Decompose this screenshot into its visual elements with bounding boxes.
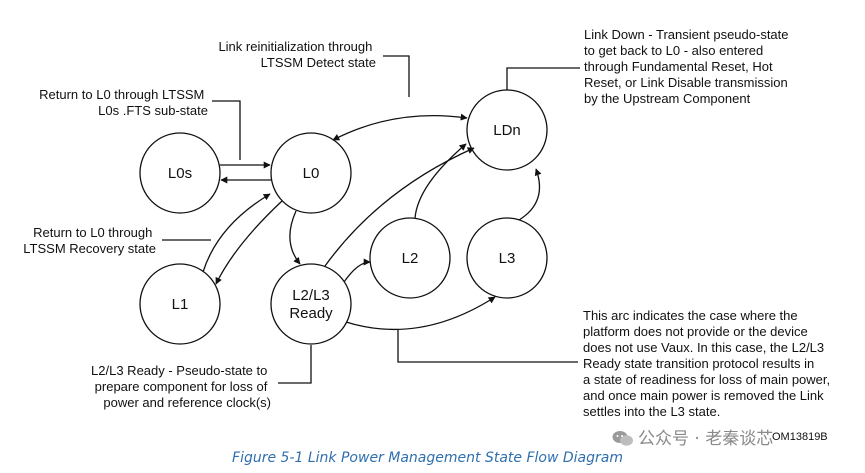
watermark: 公众号 · 老秦谈芯 <box>612 424 773 449</box>
annotation-l2l3: L2/L3 Ready - Pseudo-state to prepare co… <box>91 363 271 410</box>
arrow-l2-to-ldn <box>414 143 467 219</box>
annotation-ldn: Link Down - Transient pseudo-state to ge… <box>584 27 792 106</box>
node-l0s-label: L0s <box>168 165 192 182</box>
node-l0s: L0s <box>139 132 221 214</box>
node-ldn: LDn <box>466 89 548 171</box>
node-l2-label: L2 <box>402 250 419 267</box>
node-l0-label: L0 <box>303 165 320 182</box>
arrow-l2l3-to-l2 <box>343 258 371 283</box>
arrow-l0-to-ldn <box>332 113 468 141</box>
leader-ldn <box>506 67 580 90</box>
figure-id: OM13819B <box>772 431 828 443</box>
node-l1: L1 <box>139 263 221 345</box>
watermark-text: 公众号 · 老秦谈芯 <box>638 429 774 449</box>
leader-l2l3 <box>278 345 312 384</box>
arrow-l1-to-l0 <box>202 193 271 273</box>
node-l1-label: L1 <box>172 296 189 313</box>
annotation-reinit: Link reinitialization through LTSSM Dete… <box>218 39 376 70</box>
arrow-l3-to-ldn <box>518 168 542 221</box>
node-l2l3-label-line2: Ready <box>289 305 333 322</box>
leader-vaux <box>397 329 578 363</box>
node-l0: L0 <box>270 132 352 214</box>
annotation-recovery: Return to L0 through LTSSM Recovery stat… <box>23 225 156 256</box>
node-l3-label: L3 <box>499 250 516 267</box>
wechat-icon <box>612 430 634 447</box>
annotation-l0s-return: Return to L0 through LTSSM L0s .FTS sub-… <box>39 87 208 118</box>
figure-caption: Figure 5-1 Link Power Management State F… <box>232 450 623 466</box>
node-l2l3-ready: L2/L3 Ready <box>270 263 352 345</box>
annotation-vaux: This arc indicates the case where the pl… <box>583 308 834 419</box>
leader-reinit <box>383 55 410 97</box>
arrow-l0-to-l2l3 <box>289 210 301 265</box>
node-ldn-label: LDn <box>493 122 521 139</box>
leader-l0s-return <box>212 100 241 160</box>
arrow-l2l3-to-l3 <box>345 296 496 331</box>
arrow-l0-to-l1 <box>215 200 283 285</box>
arrow-l2l3-to-ldn <box>324 147 475 267</box>
node-l3: L3 <box>466 217 548 299</box>
node-l2l3-label-line1: L2/L3 <box>292 287 330 304</box>
node-l2: L2 <box>369 217 451 299</box>
